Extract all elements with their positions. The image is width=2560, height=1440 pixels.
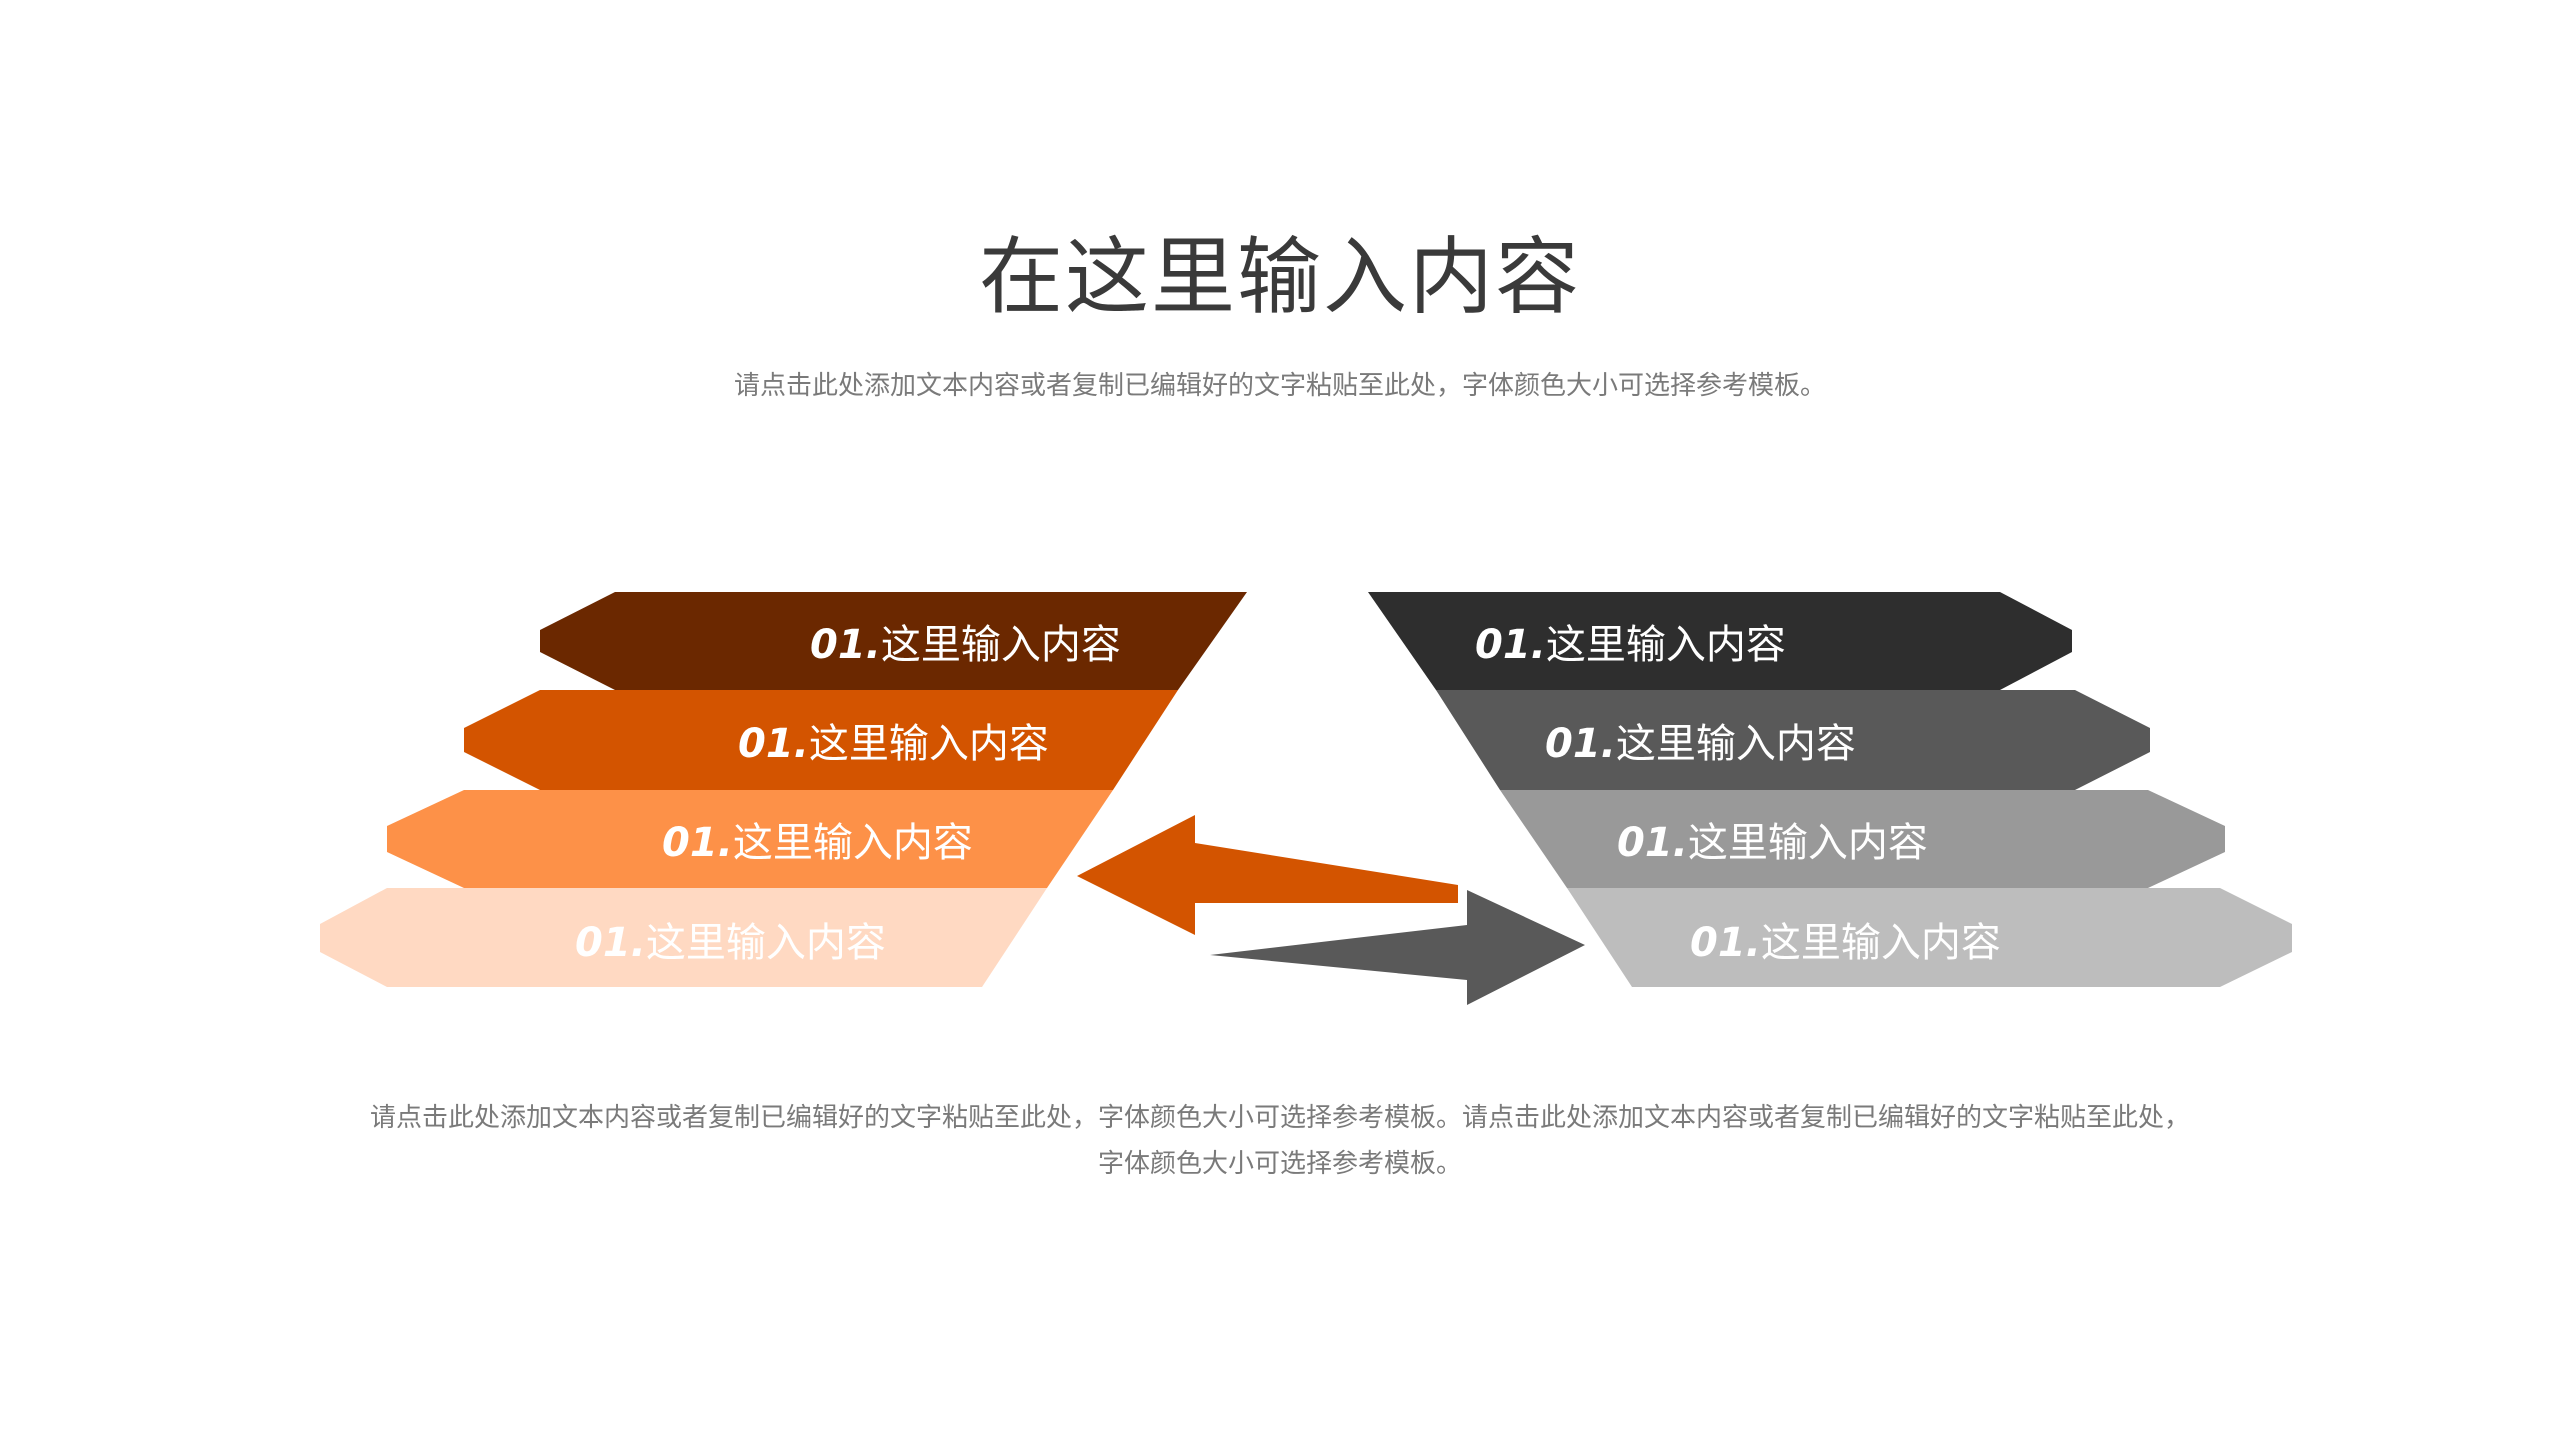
right-band-3-number: 01. xyxy=(1617,820,1688,866)
page-subtitle: 请点击此处添加文本内容或者复制已编辑好的文字粘贴至此处，字体颜色大小可选择参考模… xyxy=(733,371,1826,401)
right-band-2-text: 这里输入内容 xyxy=(1616,721,1856,767)
left-band-4: 01.这里输入内容 xyxy=(320,888,1047,987)
arrow-left-icon xyxy=(1077,815,1458,935)
right-band-2-number: 01. xyxy=(1545,721,1616,767)
right-band-1-text: 这里输入内容 xyxy=(1546,622,1786,668)
right-band-1-shape xyxy=(1368,592,2072,690)
arrow-right-icon xyxy=(1210,890,1585,1005)
right-band-3-shape xyxy=(1500,790,2225,888)
right-band-1-label: 01.这里输入内容 xyxy=(1475,622,1786,668)
left-band-1: 01.这里输入内容 xyxy=(540,592,1247,690)
right-band-3-text: 这里输入内容 xyxy=(1688,820,1928,866)
left-band-3-shape xyxy=(387,790,1113,888)
left-band-1-number: 01. xyxy=(810,622,881,668)
left-band-4-shape xyxy=(320,888,1047,987)
right-band-2-label: 01.这里输入内容 xyxy=(1545,721,1856,767)
left-band-4-number: 01. xyxy=(575,920,646,966)
left-band-2-shape xyxy=(464,690,1178,790)
page-title: 在这里输入内容 xyxy=(978,228,1581,326)
right-band-4-text: 这里输入内容 xyxy=(1761,920,2001,966)
left-band-2-number: 01. xyxy=(738,721,809,767)
left-band-4-text: 这里输入内容 xyxy=(646,920,886,966)
right-band-2: 01.这里输入内容 xyxy=(1436,690,2150,790)
left-band-3-number: 01. xyxy=(662,820,733,866)
left-band-3: 01.这里输入内容 xyxy=(387,790,1113,888)
right-band-4-number: 01. xyxy=(1690,920,1761,966)
left-band-2: 01.这里输入内容 xyxy=(464,690,1178,790)
left-band-1-shape xyxy=(540,592,1247,690)
left-band-3-label: 01.这里输入内容 xyxy=(662,820,973,866)
left-band-2-text: 这里输入内容 xyxy=(809,721,1049,767)
right-band-2-shape xyxy=(1436,690,2150,790)
right-band-4-label: 01.这里输入内容 xyxy=(1690,920,2001,966)
footer-text: 请点击此处添加文本内容或者复制已编辑好的文字粘贴至此处，字体颜色大小可选择参考模… xyxy=(300,1095,2260,1187)
left-band-2-label: 01.这里输入内容 xyxy=(738,721,1049,767)
left-band-1-label: 01.这里输入内容 xyxy=(810,622,1121,668)
left-band-4-label: 01.这里输入内容 xyxy=(575,920,886,966)
footer-line-2: 字体颜色大小可选择参考模板。 xyxy=(1097,1149,1462,1179)
right-band-3: 01.这里输入内容 xyxy=(1500,790,2225,888)
right-band-4: 01.这里输入内容 xyxy=(1567,888,2292,987)
footer-line-1: 请点击此处添加文本内容或者复制已编辑好的文字粘贴至此处，字体颜色大小可选择参考模… xyxy=(369,1103,2190,1133)
left-band-1-text: 这里输入内容 xyxy=(881,622,1121,668)
right-band-3-label: 01.这里输入内容 xyxy=(1617,820,1928,866)
right-band-4-shape xyxy=(1567,888,2292,987)
right-band-1-number: 01. xyxy=(1475,622,1546,668)
left-band-3-text: 这里输入内容 xyxy=(733,820,973,866)
right-band-1: 01.这里输入内容 xyxy=(1368,592,2072,690)
